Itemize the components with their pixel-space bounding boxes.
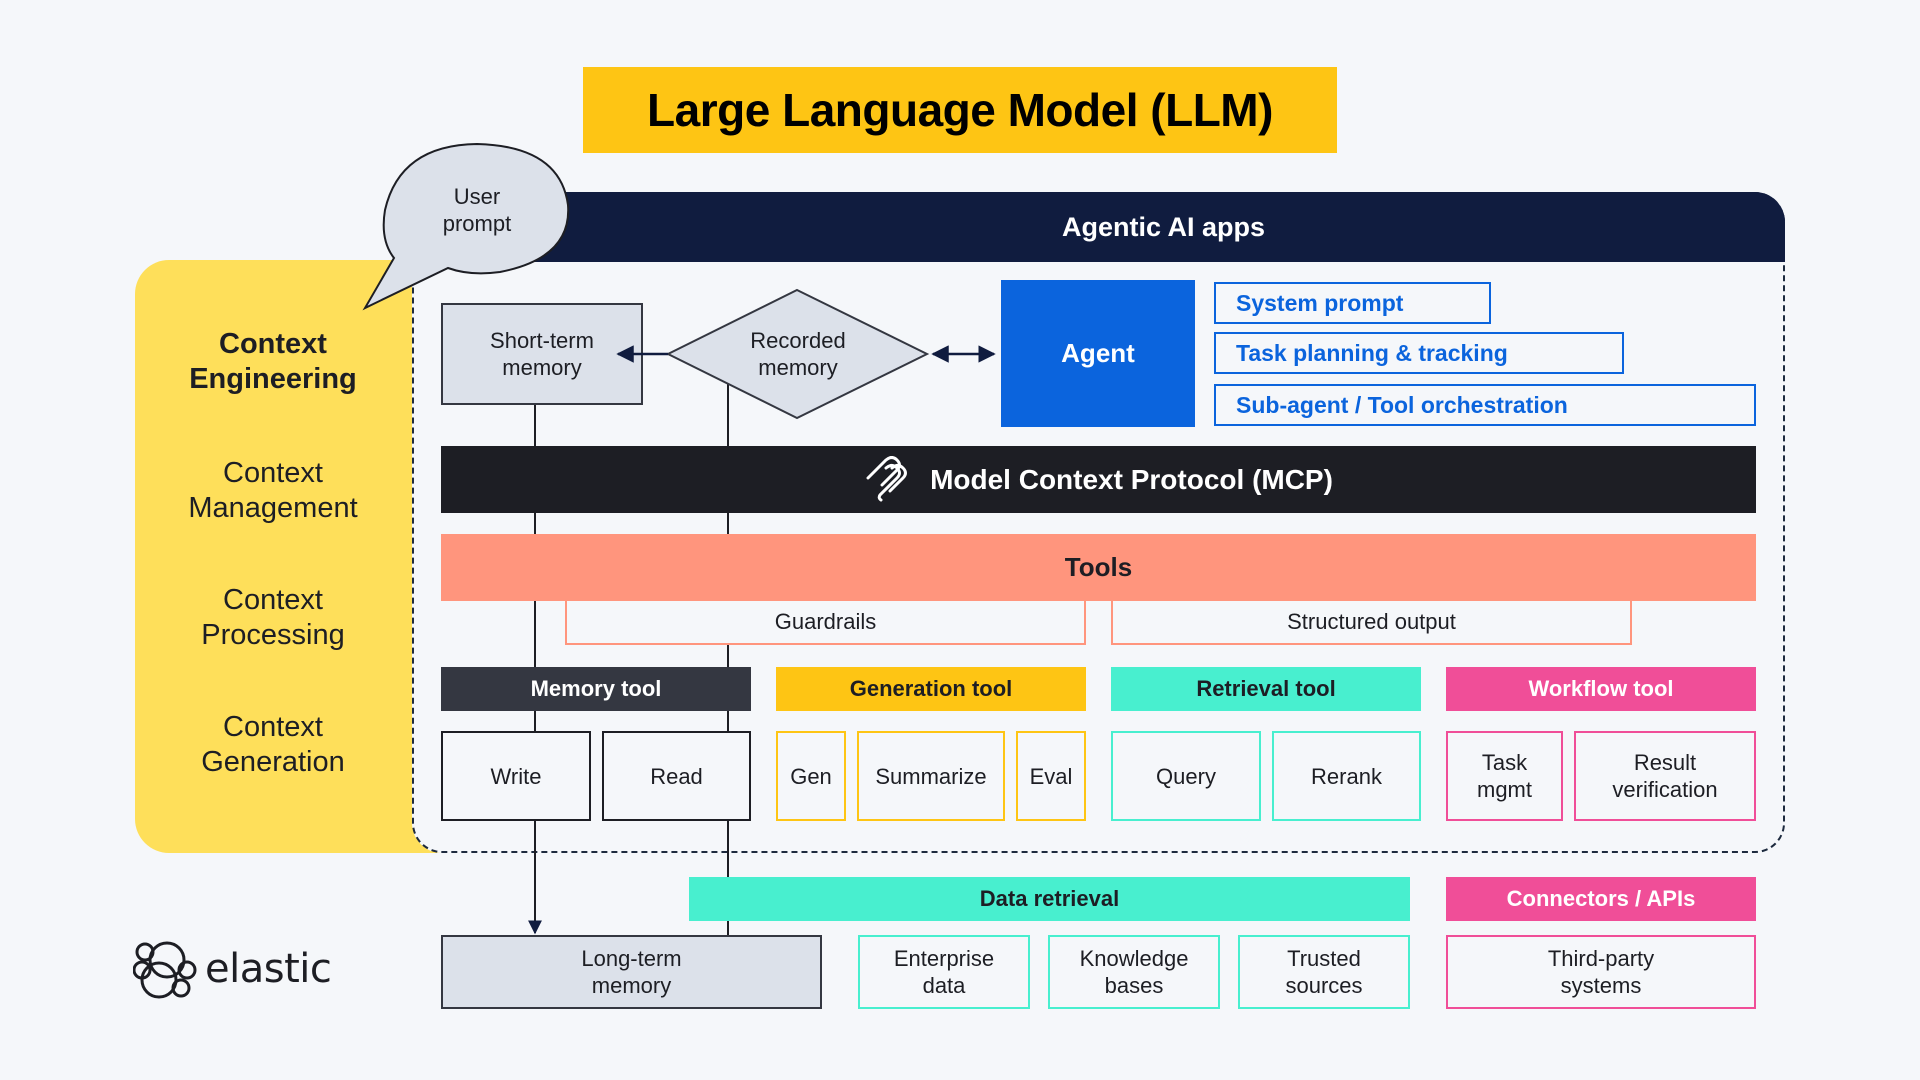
label-line: memory (758, 355, 838, 380)
label-line: prompt (442, 211, 512, 236)
context-generation-label: Context Generation (140, 709, 406, 781)
third-party-systems-box: Third-party systems (1446, 935, 1756, 1009)
user-prompt-label: User prompt (417, 180, 537, 240)
task-planning-tag: Task planning & tracking (1214, 332, 1624, 374)
summarize-box: Summarize (857, 731, 1005, 821)
label-line: Enterprise (893, 946, 995, 971)
label-line: Engineering (189, 363, 357, 395)
data-retrieval-header: Data retrieval (689, 877, 1410, 921)
label-line: memory (502, 355, 582, 380)
gen-box: Gen (776, 731, 846, 821)
label-line: Processing (201, 619, 345, 651)
label-line: systems (1560, 973, 1642, 998)
label-line: Context (223, 711, 323, 743)
rerank-box: Rerank (1272, 731, 1421, 821)
enterprise-data-box: Enterprise data (858, 935, 1030, 1009)
query-box: Query (1111, 731, 1261, 821)
write-box: Write (441, 731, 591, 821)
label-line: Trusted (1287, 946, 1361, 971)
label-line: Context (223, 457, 323, 489)
label-line: Management (188, 492, 358, 524)
workflow-tool-header: Workflow tool (1446, 667, 1756, 711)
label-line: User (453, 184, 501, 209)
label-line: Third-party (1547, 946, 1655, 971)
connectors-apis-header: Connectors / APIs (1446, 877, 1756, 921)
memory-tool-header: Memory tool (441, 667, 751, 711)
label-line: bases (1104, 973, 1164, 998)
read-box: Read (602, 731, 751, 821)
label-line: verification (1612, 777, 1718, 802)
label-line: Task (1481, 750, 1528, 775)
sub-agent-orchestration-tag: Sub-agent / Tool orchestration (1214, 384, 1756, 426)
mcp-bar: Model Context Protocol (MCP) (441, 446, 1756, 513)
system-prompt-tag: System prompt (1214, 282, 1491, 324)
context-engineering-label: Context Engineering (140, 326, 406, 398)
label-line: Generation (201, 746, 345, 778)
label-line: Context (223, 584, 323, 616)
mcp-label: Model Context Protocol (MCP) (930, 463, 1333, 495)
label-line: Knowledge (1079, 946, 1189, 971)
guardrails-box: Guardrails (565, 601, 1086, 645)
tools-bar: Tools (441, 534, 1756, 601)
trusted-sources-box: Trusted sources (1238, 935, 1410, 1009)
generation-tool-header: Generation tool (776, 667, 1086, 711)
context-management-label: Context Management (140, 455, 406, 527)
label-line: Result (1633, 750, 1697, 775)
short-term-memory-box: Short-term memory (441, 303, 643, 405)
agentic-apps-header: Agentic AI apps (412, 192, 1785, 262)
label-line: Context (219, 328, 327, 360)
label-line: memory (591, 973, 672, 998)
page-title: Large Language Model (LLM) (583, 67, 1337, 153)
retrieval-tool-header: Retrieval tool (1111, 667, 1421, 711)
knowledge-bases-box: Knowledge bases (1048, 935, 1220, 1009)
agent-box: Agent (1001, 280, 1195, 427)
label-line: Long-term (581, 946, 682, 971)
mcp-logo-icon (866, 455, 908, 501)
label-line: data (922, 973, 966, 998)
elastic-logo-icon (133, 941, 197, 999)
agentic-apps-title: Agentic AI apps (1061, 211, 1266, 242)
context-panel (135, 260, 455, 853)
eval-box: Eval (1016, 731, 1086, 821)
result-verification-box: Result verification (1574, 731, 1756, 821)
context-processing-label: Context Processing (140, 582, 406, 654)
label-line: Recorded (750, 328, 846, 353)
elastic-logo-text: elastic (205, 946, 332, 992)
label-line: sources (1285, 973, 1363, 998)
structured-output-box: Structured output (1111, 601, 1632, 645)
elastic-logo: elastic (133, 938, 332, 1000)
label-line: mgmt (1477, 777, 1532, 802)
task-mgmt-box: Task mgmt (1446, 731, 1563, 821)
long-term-memory-box: Long-term memory (441, 935, 822, 1009)
label-line: Short-term (490, 328, 594, 353)
recorded-memory-label: Recorded memory (698, 322, 898, 386)
